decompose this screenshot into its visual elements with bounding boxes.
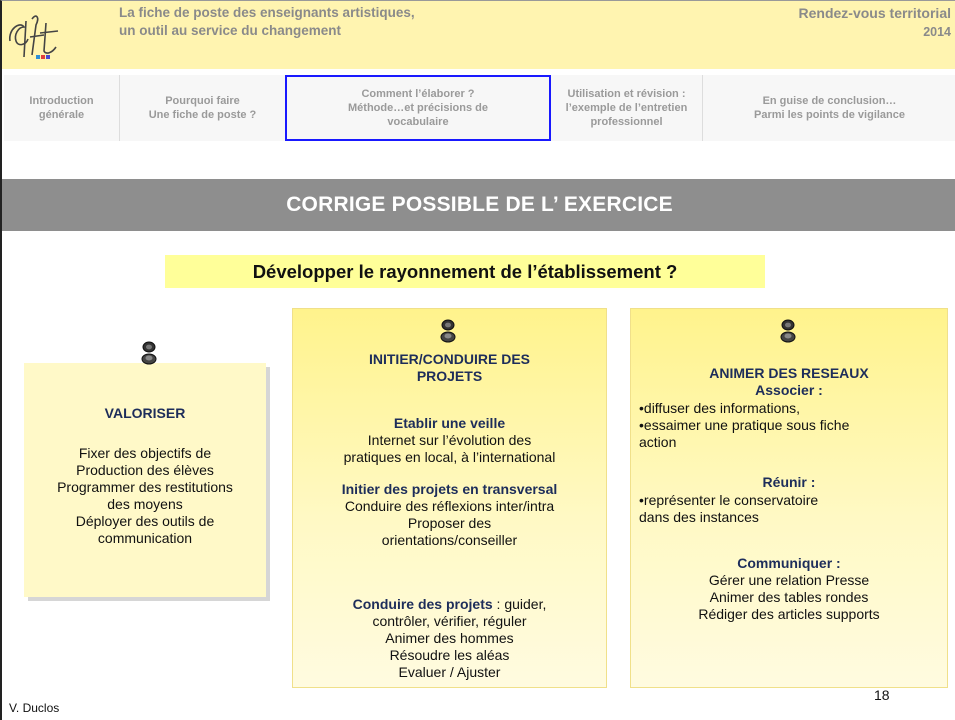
card-mid-transversal-line1: Conduire des réflexions inter/intra — [344, 498, 555, 514]
banner-title: CORRIGE POSSIBLE DE L’ EXERCICE — [286, 193, 673, 216]
card-right-communiquer-line1: Gérer une relation Presse — [708, 572, 870, 588]
card-right-associer-line3: action — [639, 434, 677, 450]
footer-author: V. Duclos — [9, 701, 60, 715]
card-valoriser-heading: VALORISER — [104, 405, 186, 421]
card-right-associer-line2: •essaimer une pratique sous fiche — [639, 417, 850, 433]
question-heading: Développer le rayonnement de l’établisse… — [165, 255, 765, 288]
card-right-communiquer-line2: Animer des tables rondes — [709, 589, 869, 605]
card-initier-projets: INITIER/CONDUIRE DES PROJETS Etablir une… — [292, 308, 607, 688]
header-title: La fiche de poste des enseignants artist… — [119, 4, 415, 40]
card-mid-conduire-line1: contrôler, vérifier, réguler — [372, 613, 527, 629]
page-number: 18 — [874, 687, 890, 703]
tab-pourquoi-line2: Une fiche de poste ? — [148, 109, 257, 121]
card-valoriser-line: communication — [97, 530, 193, 546]
header-event-year: 2014 — [923, 25, 951, 39]
card-valoriser: VALORISER Fixer des objectifs de Product… — [24, 363, 266, 597]
card-right-reunir-line1: •représenter le conservatoire — [639, 492, 819, 508]
tab-comment-line3: vocabulaire — [387, 116, 449, 128]
card-right-communiquer-title: Communiquer : — [737, 555, 841, 571]
card-mid-heading-line2: PROJETS — [416, 368, 483, 384]
tab-conclusion[interactable]: En guise de conclusion… Parmi les points … — [703, 75, 955, 141]
header-title-line2: un outil au service du changement — [119, 23, 342, 38]
tab-introduction-line2: générale — [38, 109, 85, 121]
pushpin-icon — [141, 341, 157, 365]
cnfpt-logo — [6, 11, 62, 63]
card-mid-conduire-rest: : guider, — [492, 596, 547, 612]
card-valoriser-line: Fixer des objectifs de — [78, 445, 212, 461]
header: La fiche de poste des enseignants artist… — [2, 1, 955, 69]
card-valoriser-line: des moyens — [107, 496, 183, 512]
card-mid-transversal-title: Initier des projets en transversal — [341, 481, 558, 497]
tab-utilisation-line3: professionnel — [590, 116, 663, 128]
card-mid-conduire-line4: Evaluer / Ajuster — [398, 664, 501, 680]
tab-utilisation-line1: Utilisation et révision : — [567, 88, 686, 100]
tab-comment-line1: Comment l’élaborer ? — [361, 88, 475, 100]
card-valoriser-line: Programmer des restitutions — [57, 479, 233, 495]
card-mid-conduire-line2: Animer des hommes — [385, 630, 514, 646]
header-event: Rendez-vous territorial 2014 — [799, 4, 951, 42]
section-banner: CORRIGE POSSIBLE DE L’ EXERCICE — [2, 179, 955, 231]
card-mid-transversal-line2: Proposer des — [407, 515, 492, 531]
card-mid-conduire-line3: Résoudre les aléas — [389, 647, 510, 663]
tab-introduction-line1: Introduction — [29, 95, 94, 107]
tab-conclusion-line2: Parmi les points de vigilance — [754, 109, 905, 121]
pushpin-icon — [780, 319, 796, 343]
tab-utilisation-line2: l’exemple de l’entretien — [565, 102, 688, 114]
card-mid-conduire-title-row: Conduire des projets : guider, — [293, 596, 606, 613]
card-mid-conduire-title: Conduire des projets — [352, 596, 493, 612]
card-right-associer-line1: •diffuser des informations, — [639, 400, 801, 416]
card-valoriser-line: Déployer des outils de — [75, 513, 215, 529]
tab-introduction[interactable]: Introduction générale — [4, 75, 120, 141]
card-right-reunir-title: Réunir : — [762, 474, 816, 490]
tab-pourquoi-line1: Pourquoi faire — [165, 95, 240, 107]
card-valoriser-line: Production des élèves — [76, 462, 214, 478]
header-title-line1: La fiche de poste des enseignants artist… — [119, 5, 415, 20]
card-right-reunir-line2: dans des instances — [639, 509, 759, 525]
card-right-associer-title: Associer : — [755, 382, 823, 398]
pushpin-icon — [440, 319, 456, 343]
card-mid-veille-line1: Internet sur l’évolution des — [367, 432, 532, 448]
tab-utilisation-revision[interactable]: Utilisation et révision : l’exemple de l’… — [551, 75, 703, 141]
card-right-heading: ANIMER DES RESEAUX — [709, 365, 869, 381]
header-event-name: Rendez-vous territorial — [798, 5, 951, 21]
tab-comment-elaborer[interactable]: Comment l’élaborer ? Méthode…et précision… — [285, 75, 551, 141]
card-mid-veille-line2: pratiques en local, à l’international — [343, 449, 556, 465]
card-right-communiquer-line3: Rédiger des articles supports — [698, 606, 880, 622]
tab-conclusion-line1: En guise de conclusion… — [762, 95, 897, 107]
card-mid-veille-title: Etablir une veille — [393, 415, 506, 431]
card-mid-transversal-line3: orientations/conseiller — [381, 532, 518, 548]
card-mid-heading-line1: INITIER/CONDUIRE DES — [368, 351, 530, 367]
card-animer-reseaux: ANIMER DES RESEAUX Associer : •diffuser … — [630, 308, 948, 688]
tab-comment-line2: Méthode…et précisions de — [348, 102, 488, 114]
